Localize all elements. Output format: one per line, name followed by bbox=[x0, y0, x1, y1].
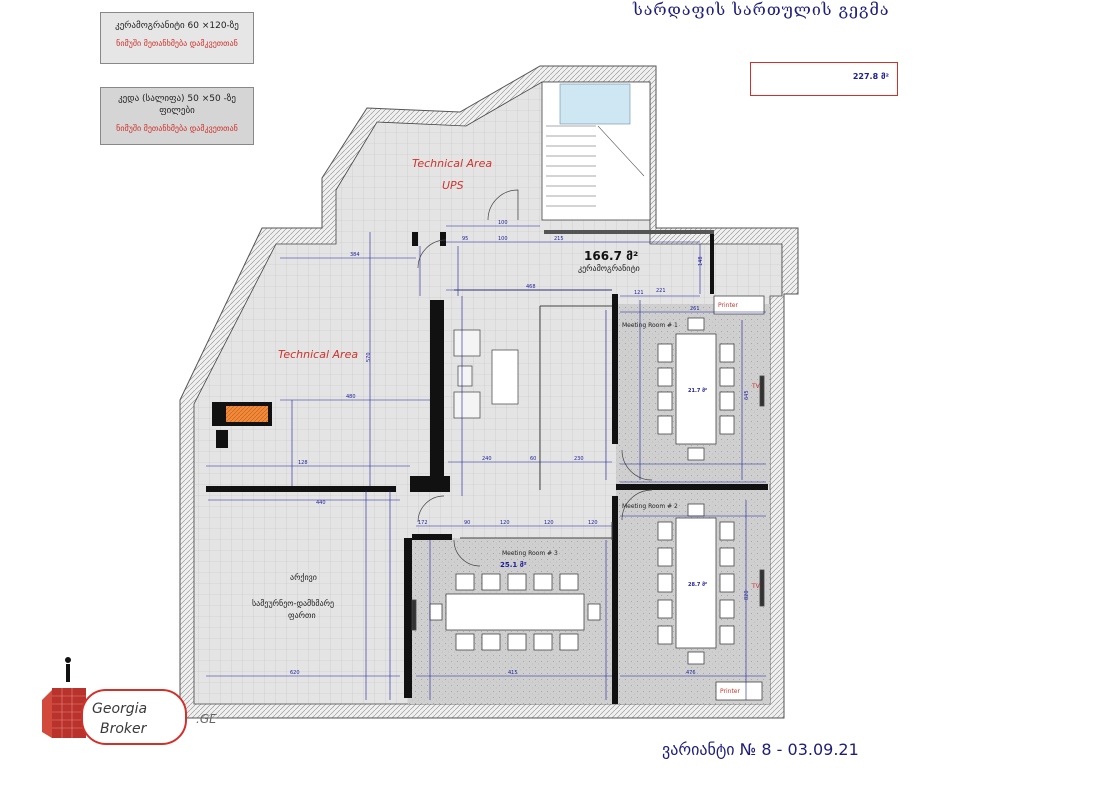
dim-label: 60 bbox=[530, 456, 536, 462]
meeting-room-1-furniture bbox=[657, 295, 765, 461]
room-label-meeting-1: Meeting Room # 1 bbox=[622, 322, 678, 329]
column bbox=[216, 430, 228, 448]
legend-porcelain-tile: კერამოგრანიტი 60 ×120-ზე ნიმუში მეთანხმე… bbox=[100, 12, 254, 64]
legend-note: ნიმუში მეთანხმება დამკვეთთან bbox=[116, 124, 238, 133]
room-area-meeting-3: 25.1 მ² bbox=[500, 561, 527, 569]
legend-note: ნიმუში მეთანხმება დამკვეთთან bbox=[116, 39, 238, 48]
room-labels: Technical Area UPS Technical Area 166.7 … bbox=[252, 157, 761, 695]
georgia-broker-logo: Georgia Broker .GE bbox=[42, 657, 217, 745]
dim-label: 620 bbox=[290, 670, 300, 676]
variant-date: ვარიანტი № 8 - 03.09.21 bbox=[662, 740, 859, 759]
dim-label: 480 bbox=[346, 394, 356, 400]
room-label-technical-area: Technical Area bbox=[278, 348, 358, 361]
printer-label: Printer bbox=[720, 688, 740, 695]
dim-label: 240 bbox=[482, 456, 492, 462]
meeting-room-2-furniture bbox=[657, 503, 765, 701]
dim-label: 95 bbox=[462, 236, 468, 242]
room-area-meeting-2: 28.7 მ² bbox=[688, 582, 707, 588]
meeting-room-3-furniture bbox=[411, 573, 601, 651]
tv-label: TV bbox=[751, 583, 761, 590]
dimension-lines bbox=[206, 225, 766, 700]
tv-label: TV bbox=[751, 383, 761, 390]
dim-label: 128 bbox=[298, 460, 308, 466]
room-label-meeting-3: Meeting Room # 3 bbox=[502, 550, 558, 557]
total-area-value: 227.8 მ² bbox=[852, 72, 889, 81]
main-area-value: 166.7 მ² bbox=[584, 249, 638, 263]
logo-suffix: .GE bbox=[196, 712, 217, 726]
dim-label: 570 bbox=[366, 352, 372, 362]
legend-label: კედა (სალიფა) 50 ×50 -ზე bbox=[118, 94, 236, 104]
dim-label: 468 bbox=[526, 284, 536, 290]
room-label-archive-3: ფართი bbox=[288, 610, 316, 620]
dim-label: 820 bbox=[744, 590, 750, 600]
dim-label: 415 bbox=[508, 670, 518, 676]
room-label-meeting-2: Meeting Room # 2 bbox=[622, 503, 678, 510]
room-label-technical-ups: Technical Area bbox=[412, 157, 492, 170]
dim-label: 215 bbox=[554, 236, 564, 242]
dim-label: 384 bbox=[350, 252, 360, 258]
legend-label: კერამოგრანიტი 60 ×120-ზე bbox=[115, 21, 239, 31]
room-label-ups: UPS bbox=[442, 179, 464, 192]
dim-label: 148 bbox=[698, 256, 704, 266]
dim-label: 645 bbox=[744, 390, 750, 400]
room-label-archive: არქივი bbox=[290, 572, 317, 582]
dim-label: 90 bbox=[464, 520, 470, 526]
dim-label: 261 bbox=[690, 306, 700, 312]
dim-label: 120 bbox=[500, 520, 510, 526]
total-area-badge: 227.8 მ² bbox=[750, 62, 898, 96]
logo-text-2: Broker bbox=[100, 721, 148, 737]
lounge-furniture bbox=[453, 329, 519, 419]
legend-label-2: ფილები bbox=[159, 106, 195, 116]
doors bbox=[417, 189, 653, 567]
page-title: სარდაფის სართულის გეგმა bbox=[633, 0, 890, 19]
room-area-meeting-1: 21.7 მ² bbox=[688, 388, 707, 394]
dim-label: 120 bbox=[588, 520, 598, 526]
dim-label: 476 bbox=[686, 670, 696, 676]
printer-label: Printer bbox=[718, 302, 738, 309]
stairwell bbox=[541, 81, 651, 221]
dimension-labels: 100 95 100 215 384 468 121 261 221 480 1… bbox=[290, 220, 750, 676]
shaft bbox=[226, 406, 268, 422]
interior-walls bbox=[206, 230, 768, 704]
dim-label: 440 bbox=[316, 500, 326, 506]
main-area-label: კერამოგრანიტი bbox=[578, 263, 640, 273]
legend-carpet-tile: კედა (სალიფა) 50 ×50 -ზე ფილები ნიმუში მ… bbox=[100, 87, 254, 145]
dim-label: 230 bbox=[574, 456, 584, 462]
dim-label: 221 bbox=[656, 288, 666, 294]
building-icon bbox=[42, 657, 86, 738]
dim-label: 120 bbox=[544, 520, 554, 526]
dim-label: 100 bbox=[498, 236, 508, 242]
room-label-archive-2: სამეურნეო-დამხმარე bbox=[252, 598, 334, 608]
logo-text-1: Georgia bbox=[92, 701, 147, 717]
dim-label: 172 bbox=[418, 520, 428, 526]
dim-label: 100 bbox=[498, 220, 508, 226]
dim-label: 121 bbox=[634, 290, 644, 296]
